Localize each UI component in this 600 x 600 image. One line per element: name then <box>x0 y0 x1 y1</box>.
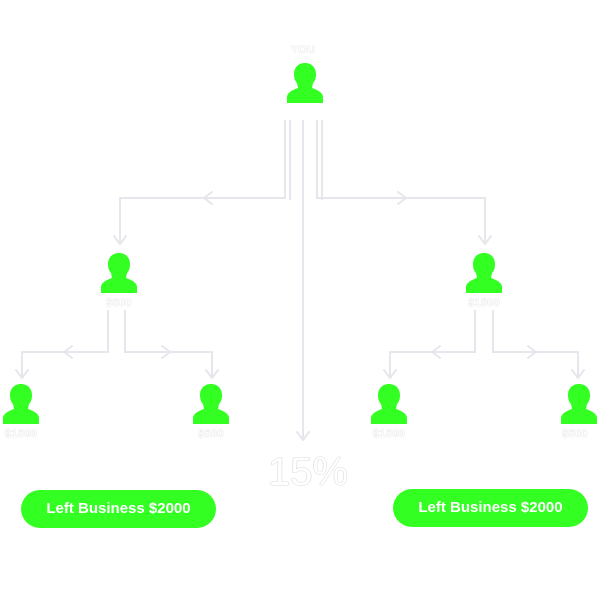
arrow-right-right <box>527 345 537 359</box>
arrow-left-left <box>63 345 73 359</box>
connector-right-leftchild <box>389 310 476 376</box>
person-icon <box>3 384 39 424</box>
person-icon <box>193 384 229 424</box>
right-business-button[interactable]: Left Business $2000 <box>393 489 588 527</box>
person-icon <box>561 384 597 424</box>
arrow-down-right <box>478 235 492 245</box>
node-right-right-label: $500 <box>562 428 588 440</box>
connector-right-rightchild <box>492 310 579 376</box>
node-root-label: YOU <box>290 44 316 56</box>
connector-root-left <box>119 120 286 242</box>
commission-percent: 15% <box>267 450 349 494</box>
arrow-down-center <box>296 431 310 441</box>
arrow-down-rr <box>571 369 585 379</box>
node-left-right-label: $500 <box>198 428 224 440</box>
arrow-down-left <box>113 235 127 245</box>
arrow-down-rl <box>383 369 397 379</box>
connector-root-right <box>316 120 486 242</box>
node-right-left-label: $1500 <box>372 428 406 440</box>
person-icon <box>466 253 502 293</box>
node-left-left-label: $1500 <box>4 428 38 440</box>
person-icon <box>287 63 323 103</box>
arrow-right-branch <box>397 191 407 205</box>
connector-left-leftchild <box>21 310 109 376</box>
arrow-down-lr <box>205 369 219 379</box>
arrow-down-ll <box>15 369 29 379</box>
arrow-left-right <box>161 345 171 359</box>
connector-left-rightchild <box>124 310 213 376</box>
node-left-label: $500 <box>106 297 132 309</box>
person-icon <box>101 253 137 293</box>
arrow-left-branch <box>203 191 213 205</box>
node-right-label: $1500 <box>467 297 501 309</box>
person-icon <box>371 384 407 424</box>
arrow-right-left <box>431 345 441 359</box>
left-business-button[interactable]: Left Business $2000 <box>21 490 216 528</box>
